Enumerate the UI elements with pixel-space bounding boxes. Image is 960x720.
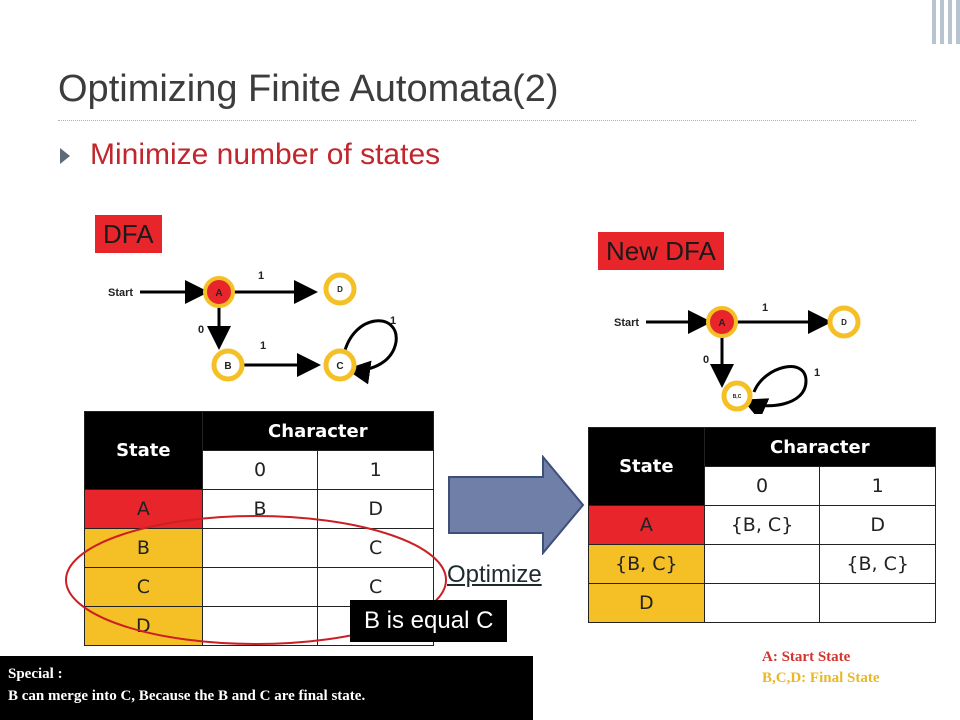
table-row: D xyxy=(588,583,936,623)
self-loop-bc xyxy=(742,365,808,414)
transition-cell: D xyxy=(819,505,936,545)
start-label: Start xyxy=(614,317,639,329)
state-d-label: D xyxy=(337,285,343,294)
edge-label: 1 xyxy=(260,340,266,352)
bullet-point: Minimize number of states xyxy=(90,138,441,171)
state-cell: B xyxy=(84,528,203,568)
equal-note: B is equal C xyxy=(350,600,508,642)
edge-label: 1 xyxy=(814,367,820,379)
transition-cell xyxy=(201,567,319,607)
new-dfa-transition-table: State Character 0 1 A {B, C} D {B, C} {B… xyxy=(588,427,937,623)
bullet-arrow-icon xyxy=(60,148,70,164)
start-label: Start xyxy=(108,287,133,299)
new-dfa-label: New DFA xyxy=(598,232,724,270)
title-divider xyxy=(58,120,916,121)
state-a-label: A xyxy=(718,318,725,329)
character-header: Character xyxy=(703,427,937,467)
dfa-label: DFA xyxy=(95,215,162,253)
state-a xyxy=(203,276,235,308)
legend: A: Start State B,C,D: Final State xyxy=(762,647,880,689)
edge-label: 1 xyxy=(258,270,264,282)
table-row: A {B, C} D xyxy=(588,505,936,545)
transition-cell xyxy=(201,606,319,646)
col-header-1: 1 xyxy=(819,466,936,506)
slide-title: Optimizing Finite Automata(2) xyxy=(58,68,559,110)
legend-start: A: Start State xyxy=(762,649,851,665)
self-loop-c xyxy=(342,319,398,385)
special-note-title: Special : xyxy=(8,666,63,682)
col-header-0: 0 xyxy=(201,450,319,490)
decorative-bars xyxy=(932,0,960,44)
edge-label: 0 xyxy=(703,354,709,366)
edge-label: 1 xyxy=(390,315,396,327)
character-header: Character xyxy=(201,411,435,451)
state-cell: D xyxy=(588,583,705,623)
new-dfa-diagram: Start 1 0 1 A B,C D xyxy=(614,302,861,414)
transition-cell: {B, C} xyxy=(703,505,821,545)
state-c-label: C xyxy=(336,361,343,372)
highlight-ellipse xyxy=(65,515,447,645)
state-c xyxy=(323,348,357,382)
dfa-diagram: Start 1 0 1 1 A B C D xyxy=(108,270,398,385)
state-cell: {B, C} xyxy=(588,544,705,584)
col-header-0: 0 xyxy=(703,466,821,506)
state-bc-label: B,C xyxy=(733,394,742,400)
transition-cell xyxy=(201,528,319,568)
state-d xyxy=(827,305,861,339)
special-note: Special : B can merge into C, Because th… xyxy=(0,656,533,720)
state-d xyxy=(323,272,357,306)
state-b-label: B xyxy=(224,361,231,372)
legend-final: B,C,D: Final State xyxy=(762,670,880,686)
optimize-arrow-icon xyxy=(448,455,585,555)
col-header-1: 1 xyxy=(317,450,434,490)
state-bc xyxy=(721,380,753,412)
edge-label: 0 xyxy=(198,324,204,336)
transition-cell xyxy=(819,583,936,623)
transition-cell xyxy=(703,544,821,584)
transition-cell xyxy=(703,583,821,623)
state-cell: A xyxy=(588,505,705,545)
state-d-label: D xyxy=(841,318,847,327)
table-row: {B, C} {B, C} xyxy=(588,544,936,584)
state-b xyxy=(211,348,245,382)
state-header: State xyxy=(588,427,705,506)
table-row: B C xyxy=(84,528,434,568)
state-a xyxy=(706,306,738,338)
dfa-transition-table: State Character 0 1 A B D B C C C D xyxy=(84,411,435,646)
state-cell: D xyxy=(84,606,203,646)
state-header: State xyxy=(84,411,203,490)
special-note-body: B can merge into C, Because the B and C … xyxy=(8,688,366,704)
table-row: C C xyxy=(84,567,434,607)
transition-cell: {B, C} xyxy=(819,544,936,584)
optimize-label: Optimize xyxy=(447,561,542,588)
state-a-label: A xyxy=(215,288,222,299)
edge-label: 1 xyxy=(762,302,768,314)
